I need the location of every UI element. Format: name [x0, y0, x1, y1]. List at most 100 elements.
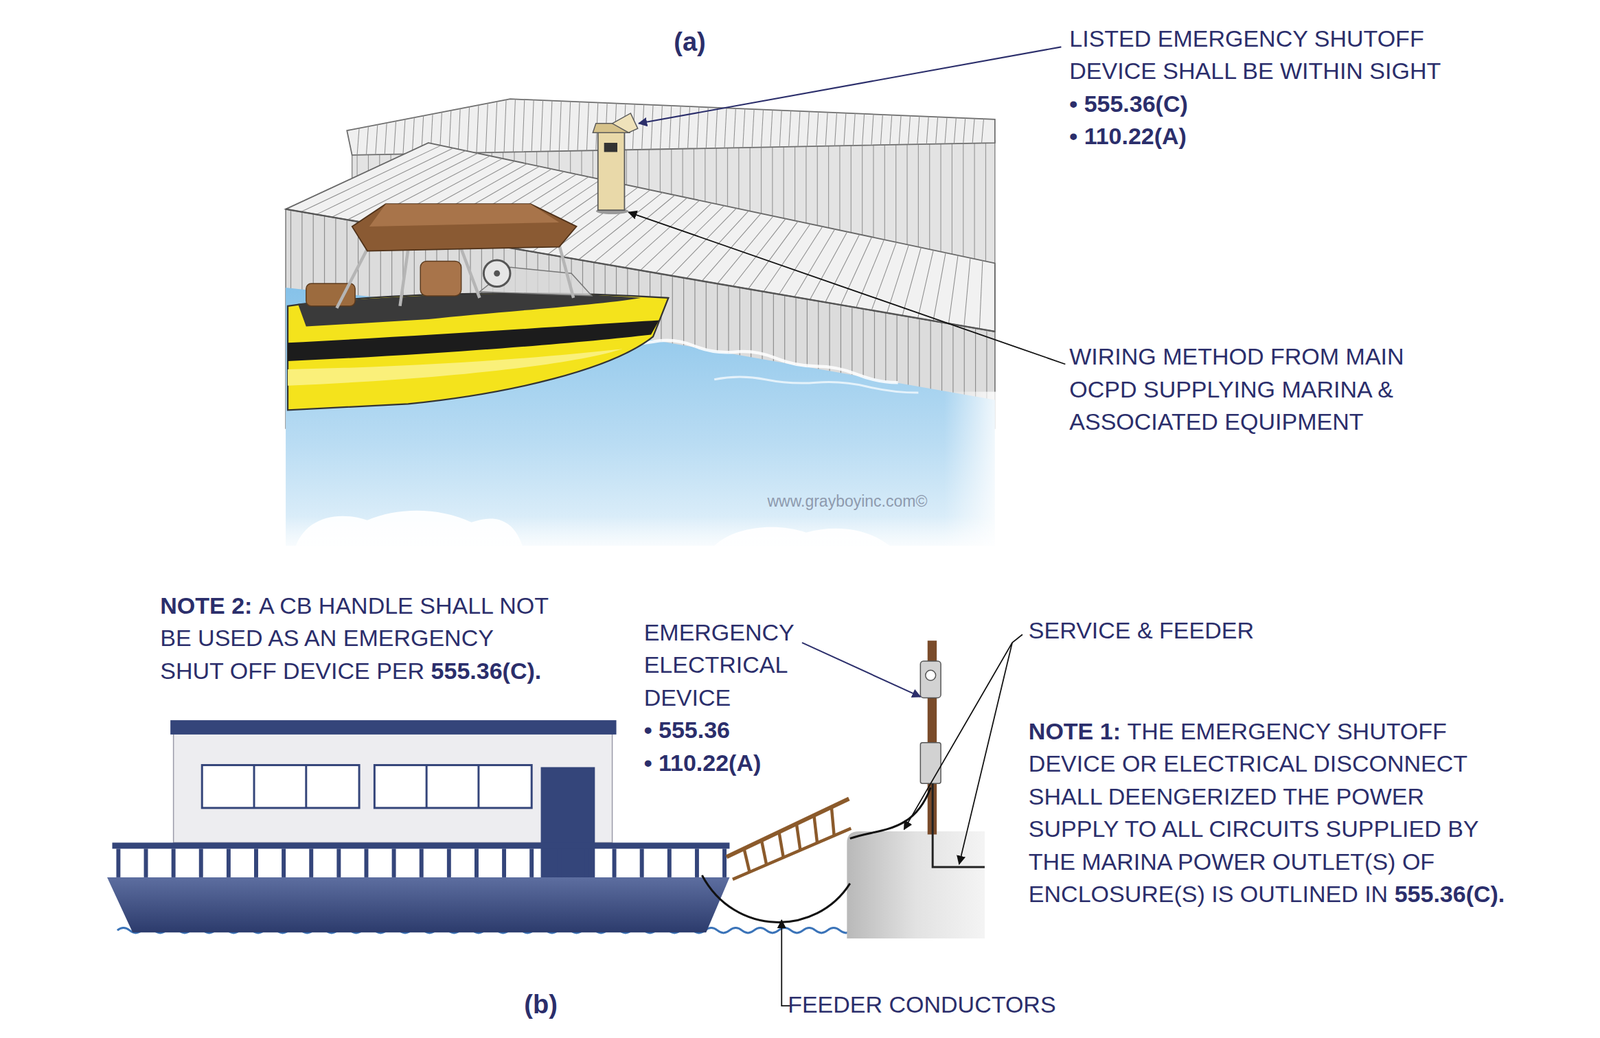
- callout-group: LISTED EMERGENCY SHUTOFF DEVICE SHALL BE…: [1069, 22, 1482, 154]
- pedestal-meter: [604, 142, 618, 152]
- rail-post: [501, 848, 507, 878]
- deck-plank: [577, 101, 580, 151]
- deck-plank: [512, 98, 516, 152]
- deck-plank: [669, 105, 672, 150]
- deck-plank: [852, 113, 855, 146]
- deck-plank: [476, 105, 479, 153]
- callout-group: SERVICE & FEEDER: [1028, 614, 1254, 648]
- deck-plank: [659, 105, 662, 150]
- callout-text: EMERGENCY ELECTRICAL DEVICE: [644, 616, 809, 715]
- boat-hull: [287, 293, 669, 410]
- gangway-rung: [761, 840, 767, 866]
- deck-plank: [797, 111, 800, 147]
- code-reference: • 555.36(C): [1069, 87, 1482, 121]
- meter-box: [920, 661, 941, 698]
- water-foam: [714, 376, 919, 393]
- boat-highlight: [287, 348, 623, 386]
- edge-fade: [277, 516, 1007, 557]
- deck-plank: [733, 108, 736, 148]
- deck-plank: [889, 115, 893, 145]
- boat-seat: [420, 260, 461, 296]
- steering-wheel: [483, 260, 511, 288]
- note-group: NOTE 1:THE EMERGENCY SHUTOFF DEVICE OR E…: [1028, 715, 1515, 912]
- canopy-pole: [461, 249, 480, 299]
- code-reference: • 110.22(A): [1069, 120, 1482, 154]
- deck-plank: [948, 255, 958, 324]
- deck-plank: [301, 145, 442, 213]
- pedestal-lid: [612, 113, 638, 133]
- deck-plank: [825, 112, 828, 147]
- deck-plank: [688, 106, 691, 149]
- rail-post: [309, 848, 314, 878]
- window-mullion: [253, 764, 256, 808]
- deck-plank: [944, 117, 947, 144]
- note-heading: NOTE 2:: [160, 592, 253, 619]
- window-mullion: [425, 764, 428, 808]
- deck-plank: [898, 115, 901, 145]
- rail-post: [612, 848, 617, 878]
- deck-plank: [522, 99, 525, 152]
- deck-rail: [111, 842, 730, 849]
- callout-text: WIRING METHOD FROM MAIN OCPD SUPPLYING M…: [1069, 340, 1440, 439]
- deck-plank: [495, 101, 498, 153]
- water: [285, 287, 996, 546]
- deck-plank: [972, 118, 975, 144]
- rail-post: [226, 848, 231, 878]
- deck-plank: [964, 258, 971, 327]
- rail-post: [474, 848, 479, 878]
- watermark-group: www.grayboyinc.com©: [767, 485, 928, 519]
- deck-plank: [642, 104, 645, 150]
- shutoff-pedestal: [598, 130, 625, 211]
- deck-plank: [670, 208, 737, 276]
- deck-plank: [531, 100, 534, 152]
- gangway-rail: [726, 799, 849, 858]
- bimini-top-face: [369, 203, 559, 227]
- deck-plank: [748, 221, 798, 290]
- houseboat-hull: [107, 877, 730, 933]
- deck-plank: [809, 232, 847, 301]
- deck-plank: [701, 213, 761, 281]
- gangway-rung: [743, 848, 750, 873]
- deck-plank: [678, 106, 681, 150]
- panel-letter-group: (b): [523, 988, 558, 1022]
- deck-plank: [933, 252, 946, 321]
- callout-text: SERVICE & FEEDER: [1028, 617, 1254, 644]
- note-text: THE EMERGENCY SHUTOFF DEVICE OR ELECTRIC…: [1028, 718, 1479, 908]
- gangway-rung: [796, 824, 801, 851]
- rail-post: [722, 848, 727, 878]
- deck-plank: [779, 110, 782, 147]
- deck-plank: [467, 107, 470, 154]
- deck-plank: [918, 249, 934, 318]
- rail-post: [667, 848, 672, 878]
- leader-line: [904, 634, 1023, 830]
- leader-line: [638, 46, 1061, 123]
- deck-plank: [825, 234, 860, 303]
- rail-post: [199, 848, 204, 878]
- rail-post: [556, 848, 562, 878]
- deck-plank: [550, 100, 553, 152]
- deck-plank: [917, 116, 920, 145]
- deck-plank: [981, 118, 985, 143]
- deck-plank: [871, 113, 874, 145]
- deck-plank: [412, 117, 415, 154]
- rail-post: [171, 848, 176, 878]
- deck-plank: [856, 239, 885, 308]
- deck-plank: [384, 122, 387, 155]
- rail-post: [392, 848, 397, 878]
- deck-plank: [715, 107, 718, 149]
- rail-post: [281, 848, 286, 878]
- concrete-pier: [846, 831, 985, 939]
- note-heading: NOTE 1:: [1028, 718, 1121, 745]
- rail-post: [254, 848, 259, 878]
- deck-plank: [843, 113, 847, 146]
- watermark-text: www.grayboyinc.com©: [767, 492, 928, 511]
- rail-post: [116, 848, 121, 878]
- canopy-pole: [336, 249, 368, 309]
- rail-post: [529, 848, 534, 878]
- deck-plank: [816, 111, 819, 147]
- conduit: [932, 783, 985, 868]
- deck-plank: [880, 114, 883, 145]
- deck-plank: [568, 101, 571, 152]
- deck-plank: [979, 260, 983, 329]
